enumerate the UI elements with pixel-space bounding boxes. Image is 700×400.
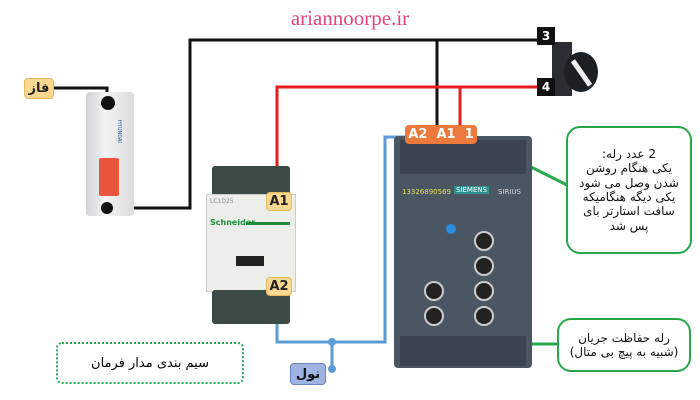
contactor-brand: Schneider bbox=[210, 218, 256, 227]
switch-terminal-3: 3 bbox=[537, 27, 555, 45]
neutral-wire bbox=[275, 135, 407, 344]
selector-switch[interactable] bbox=[552, 36, 600, 102]
potentiometer[interactable] bbox=[424, 306, 444, 326]
breaker-top-terminal bbox=[101, 96, 115, 110]
relay-callout: 2 عدد رله: یکی هنگام روشن شدن وصل می شود… bbox=[566, 126, 692, 254]
soft-starter: 13326890569 SIEMENS SIRIUS bbox=[394, 136, 532, 368]
softstarter-brand: SIEMENS bbox=[454, 186, 490, 194]
circuit-breaker: HYUNDAI bbox=[86, 92, 134, 216]
neutral-node bbox=[328, 338, 336, 346]
phase-label: فاز bbox=[24, 78, 54, 99]
overload-callout: رله حفاظت جریان (شبیه به پیچ بی متال) bbox=[557, 318, 691, 372]
diagram-title-box: سیم بندی مدار فرمان bbox=[56, 342, 244, 384]
neutral-terminal-dot bbox=[328, 365, 336, 373]
contactor-a1-label: A1 bbox=[266, 192, 292, 211]
softstarter-terminal-labels: A2 A1 1 bbox=[405, 125, 477, 144]
breaker-brand: HYUNDAI bbox=[116, 120, 122, 143]
contactor-a2-label: A2 bbox=[266, 277, 292, 296]
neutral-label: نول bbox=[290, 363, 326, 385]
softstarter-code: 13326890569 bbox=[402, 188, 451, 196]
potentiometer[interactable] bbox=[474, 231, 494, 251]
potentiometer[interactable] bbox=[474, 256, 494, 276]
contactor-model: LC1D25 bbox=[210, 198, 234, 205]
potentiometer[interactable] bbox=[474, 306, 494, 326]
softstarter-series: SIRIUS bbox=[498, 188, 522, 196]
potentiometer[interactable] bbox=[424, 281, 444, 301]
breaker-toggle[interactable] bbox=[99, 158, 119, 196]
site-watermark: ariannoorpe.ir bbox=[290, 6, 410, 30]
reset-button[interactable] bbox=[446, 224, 456, 234]
contactor: LC1D25 Schneider bbox=[206, 166, 296, 324]
potentiometer[interactable] bbox=[474, 281, 494, 301]
switch-terminal-4: 4 bbox=[537, 78, 555, 96]
breaker-bottom-terminal bbox=[101, 202, 113, 214]
phase-wire-main bbox=[108, 38, 545, 210]
control-wire-red bbox=[275, 85, 545, 195]
